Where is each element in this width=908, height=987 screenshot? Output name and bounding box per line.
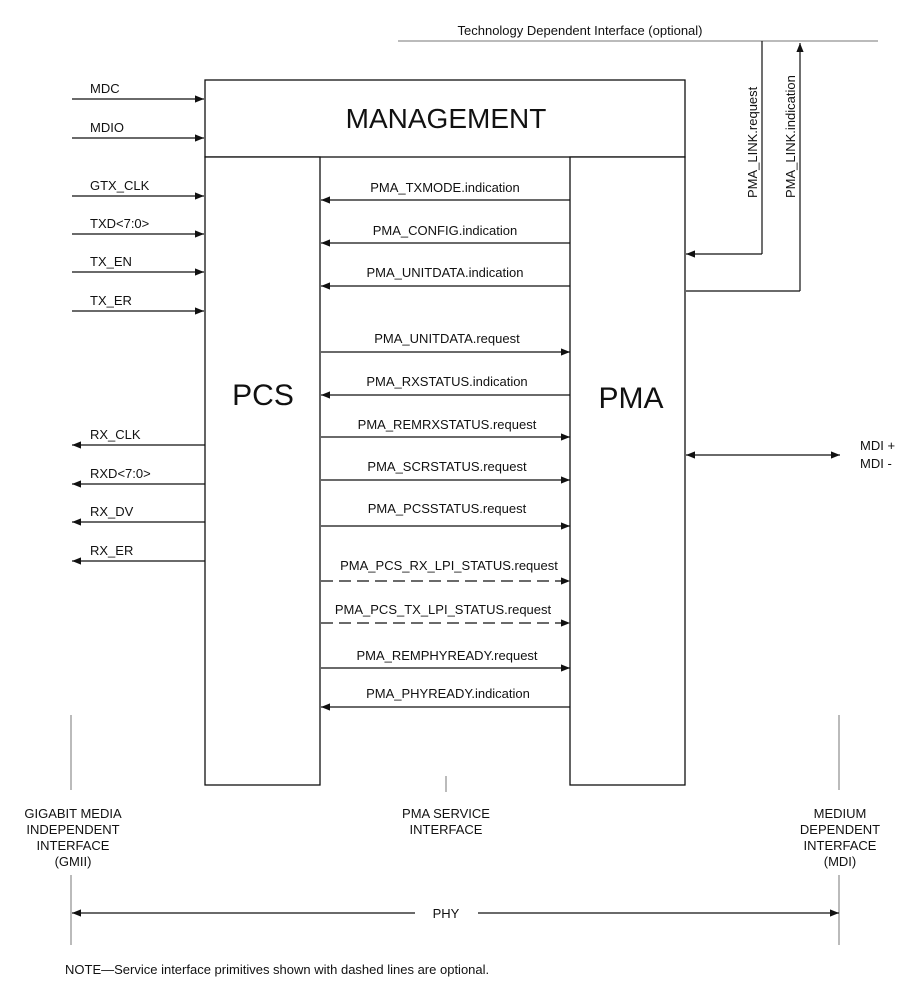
primitive-label: PMA_PCS_RX_LPI_STATUS.request — [340, 558, 558, 573]
gmii-input-tx-en: TX_EN — [72, 254, 204, 276]
gmii-interface-label: GIGABIT MEDIA INDEPENDENT INTERFACE (GMI… — [24, 806, 122, 869]
signal-label: MDIO — [90, 120, 124, 135]
signal-label: TX_ER — [90, 293, 132, 308]
link-request-label: PMA_LINK.request — [745, 86, 760, 198]
gmii-output-rx-er: RX_ER — [72, 543, 205, 565]
primitive-remphyready-request: PMA_REMPHYREADY.request — [321, 648, 570, 672]
gmii-output-rxd: RXD<7:0> — [72, 466, 205, 488]
primitive-label: PMA_PHYREADY.indication — [366, 686, 530, 701]
gmii-input-mdc: MDC — [72, 81, 204, 103]
signal-label: MDC — [90, 81, 120, 96]
signal-label: RX_CLK — [90, 427, 141, 442]
primitive-label: PMA_SCRSTATUS.request — [367, 459, 527, 474]
primitive-config-indication: PMA_CONFIG.indication — [321, 223, 570, 247]
primitive-phyready-indication: PMA_PHYREADY.indication — [321, 686, 570, 711]
pma-service-line-2: INTERFACE — [410, 822, 483, 837]
gmii-input-mdio: MDIO — [72, 120, 204, 142]
primitive-pcsstatus-request: PMA_PCSSTATUS.request — [321, 501, 570, 530]
pma-label: PMA — [598, 382, 663, 415]
mdi-line-3: INTERFACE — [804, 838, 877, 853]
pma-block — [569, 156, 686, 786]
primitive-remrxstatus-request: PMA_REMRXSTATUS.request — [321, 417, 570, 441]
primitive-txmode-indication: PMA_TXMODE.indication — [321, 180, 570, 204]
link-indication-label: PMA_LINK.indication — [783, 75, 798, 198]
primitive-unitdata-request: PMA_UNITDATA.request — [321, 331, 570, 356]
primitive-pcs-rx-lpi-status-request: PMA_PCS_RX_LPI_STATUS.request — [321, 558, 570, 585]
signal-label: RX_DV — [90, 504, 134, 519]
pcs-block — [204, 156, 321, 786]
gmii-line-4: (GMII) — [55, 854, 92, 869]
primitive-label: PMA_TXMODE.indication — [370, 180, 520, 195]
signal-label: TXD<7:0> — [90, 216, 149, 231]
pma-service-interface-label: PMA SERVICE INTERFACE — [402, 806, 490, 837]
gmii-input-tx-er: TX_ER — [72, 293, 204, 315]
tdi-label: Technology Dependent Interface (optional… — [458, 23, 703, 38]
primitive-pcs-tx-lpi-status-request: PMA_PCS_TX_LPI_STATUS.request — [321, 602, 570, 627]
primitive-label: PMA_UNITDATA.indication — [366, 265, 523, 280]
mdi-line-4: (MDI) — [824, 854, 857, 869]
phy-label: PHY — [433, 906, 460, 921]
mdi-minus-label: MDI - — [860, 456, 892, 471]
mdi-interface-label: MEDIUM DEPENDENT INTERFACE (MDI) — [800, 806, 880, 869]
gmii-input-gtx-clk: GTX_CLK — [72, 178, 204, 200]
mdi-line-2: DEPENDENT — [800, 822, 880, 837]
primitive-label: PMA_REMPHYREADY.request — [356, 648, 537, 663]
gmii-line-3: INTERFACE — [37, 838, 110, 853]
signal-label: RX_ER — [90, 543, 133, 558]
pma-service-line-1: PMA SERVICE — [402, 806, 490, 821]
primitive-label: PMA_UNITDATA.request — [374, 331, 520, 346]
pcs-label: PCS — [232, 379, 294, 412]
primitive-rxstatus-indication: PMA_RXSTATUS.indication — [321, 374, 570, 399]
management-label: MANAGEMENT — [346, 103, 547, 134]
primitive-scrstatus-request: PMA_SCRSTATUS.request — [321, 459, 570, 484]
signal-label: TX_EN — [90, 254, 132, 269]
primitive-label: PMA_PCS_TX_LPI_STATUS.request — [335, 602, 552, 617]
primitive-label: PMA_CONFIG.indication — [373, 223, 518, 238]
gmii-output-rx-dv: RX_DV — [72, 504, 205, 526]
signal-label: RXD<7:0> — [90, 466, 151, 481]
management-block — [204, 79, 686, 158]
gmii-output-rx-clk: RX_CLK — [72, 427, 205, 449]
gmii-line-1: GIGABIT MEDIA — [24, 806, 122, 821]
gmii-line-2: INDEPENDENT — [26, 822, 119, 837]
primitive-label: PMA_RXSTATUS.indication — [366, 374, 527, 389]
signal-label: GTX_CLK — [90, 178, 150, 193]
gmii-input-txd: TXD<7:0> — [72, 216, 204, 238]
note-text: NOTE—Service interface primitives shown … — [65, 962, 489, 977]
primitive-label: PMA_REMRXSTATUS.request — [358, 417, 537, 432]
mdi-plus-label: MDI + — [860, 438, 895, 453]
primitive-label: PMA_PCSSTATUS.request — [368, 501, 527, 516]
primitive-unitdata-indication: PMA_UNITDATA.indication — [321, 265, 570, 290]
mdi-line-1: MEDIUM — [814, 806, 867, 821]
